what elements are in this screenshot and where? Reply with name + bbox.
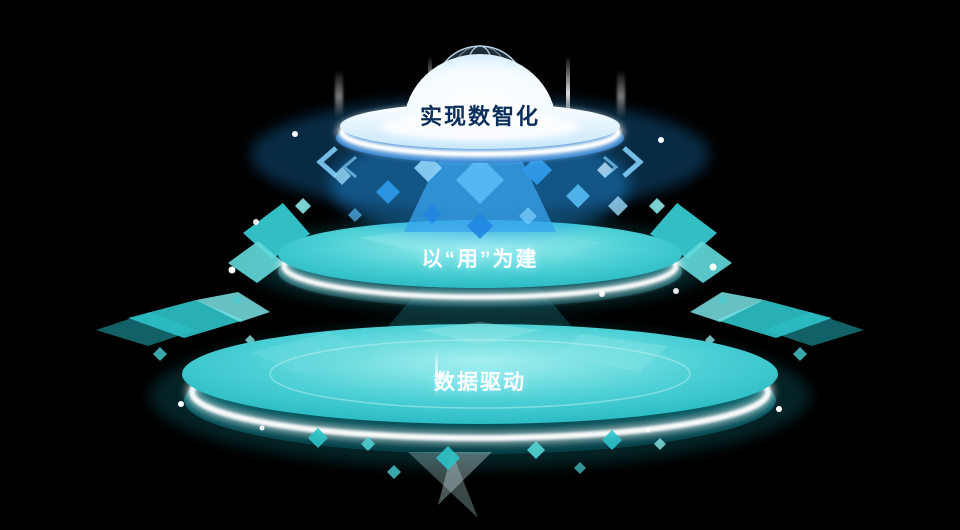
middle-dots [228,219,717,297]
layer-top-platform [292,54,664,163]
right-chevron-icon [622,146,644,178]
layer-bottom-platform [182,322,778,454]
dome-base-glow [380,113,580,141]
layer-middle-platform [278,220,682,307]
dome [404,54,556,124]
bottom-left-wing-decor [96,292,270,361]
bottom-surface [182,324,778,424]
bottom-right-wing-decor [690,292,864,361]
left-chevron-icon [316,146,338,178]
bottom-label-light-ray [435,350,438,396]
bottom-under-decor [178,401,782,518]
middle-surface [278,220,682,288]
